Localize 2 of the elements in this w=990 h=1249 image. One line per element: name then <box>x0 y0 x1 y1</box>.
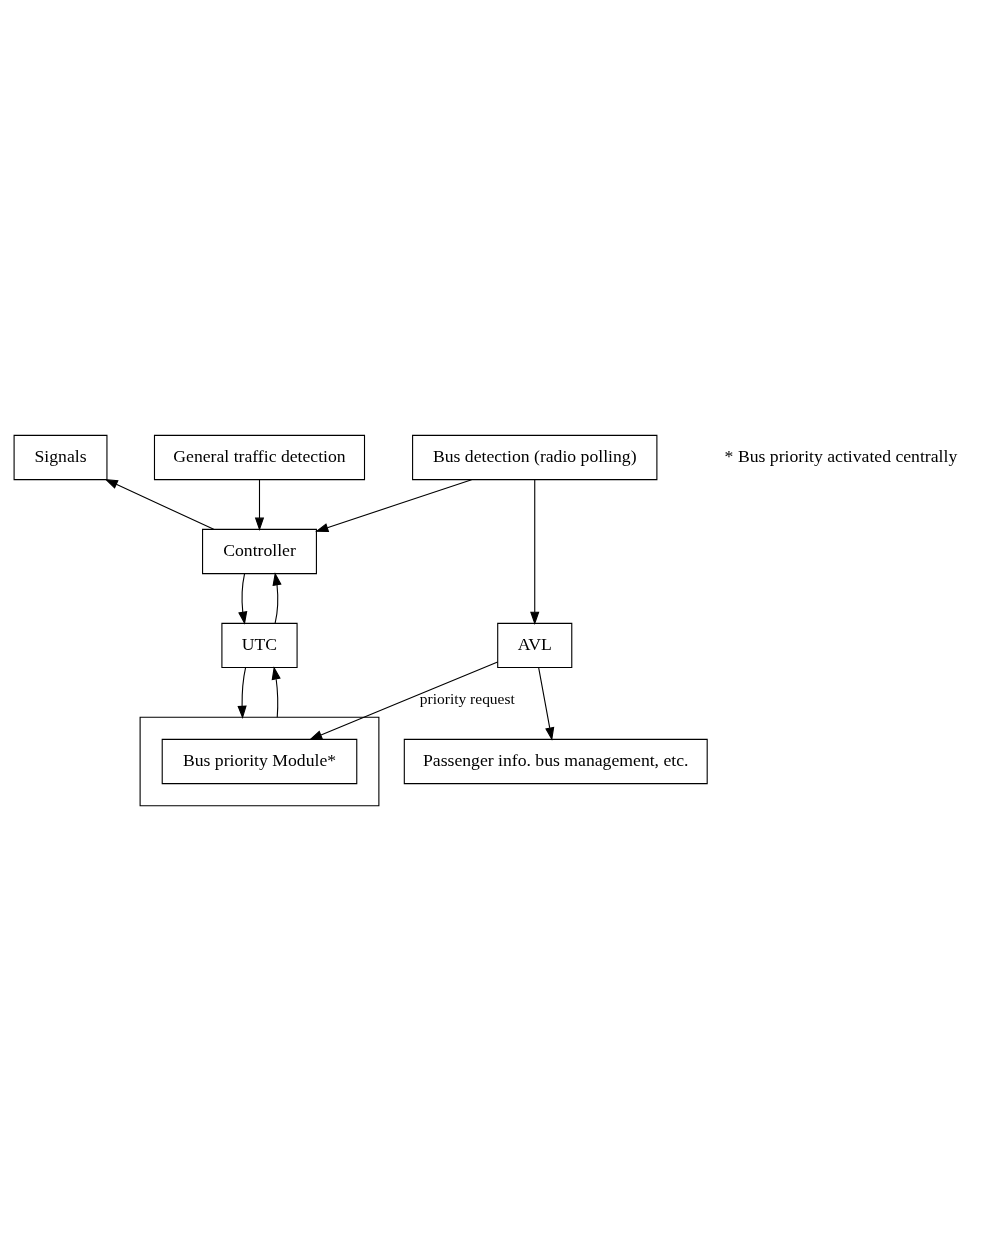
edge-label: priority request <box>419 689 515 707</box>
label: * Bus priority activated centrally <box>724 445 957 466</box>
